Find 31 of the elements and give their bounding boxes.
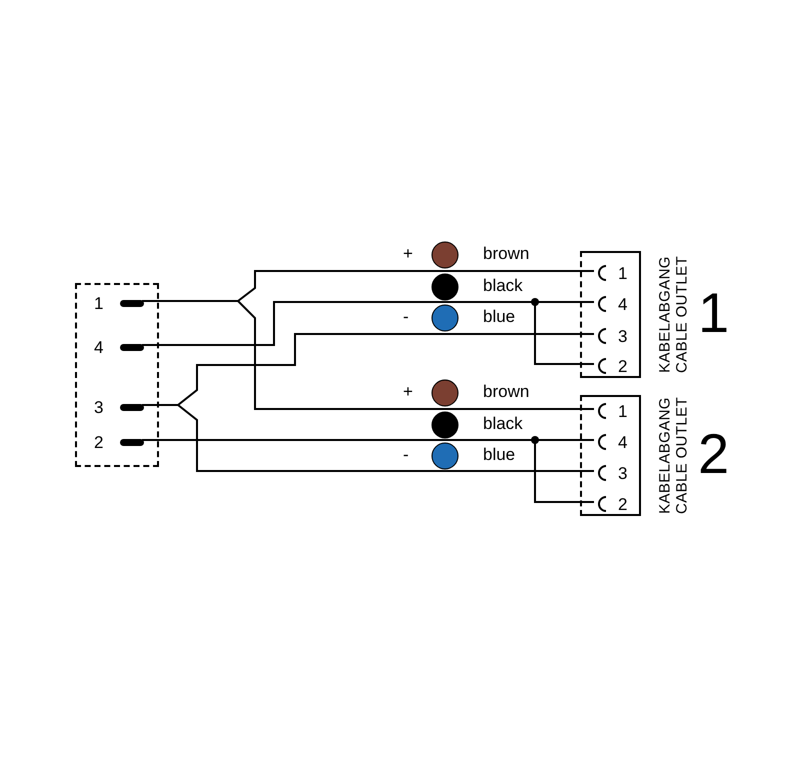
polarity-label: - (403, 308, 409, 325)
outlet-label: KABELABGANG (658, 254, 672, 374)
polarity-label: + (403, 245, 413, 262)
pin-number: 3 (94, 398, 104, 416)
pin-number: 2 (618, 358, 628, 374)
pin-number: 1 (618, 264, 628, 282)
pin-number: 4 (94, 338, 104, 356)
pin-number: 1 (94, 294, 104, 312)
pin-number: 4 (618, 296, 628, 312)
wire-color-label: black (483, 277, 523, 294)
pin-number: 4 (618, 434, 628, 450)
outlet-number: 1 (698, 284, 730, 340)
outlet-number: 2 (698, 426, 730, 482)
pin-number: 1 (618, 402, 628, 420)
polarity-label: - (403, 446, 409, 463)
pin-number: 2 (94, 434, 104, 450)
outlet-label: CABLE OUTLET (674, 254, 690, 374)
polarity-label: + (403, 383, 413, 400)
pin-number: 3 (618, 464, 628, 482)
wire-color-label: brown (483, 383, 530, 400)
pin-number: 2 (618, 496, 628, 512)
wire-color-label: blue (483, 308, 516, 325)
connector-housing (75, 283, 159, 467)
cable-outlet-housing (580, 395, 641, 516)
wire-color-label: brown (483, 245, 530, 262)
wire-color-label: black (483, 415, 523, 432)
cable-outlet-housing (580, 251, 641, 378)
outlet-label: KABELABGANG (658, 396, 672, 515)
pin-number: 3 (618, 328, 628, 344)
wire-color-label: blue (483, 446, 516, 463)
outlet-label: CABLE OUTLET (674, 395, 690, 515)
